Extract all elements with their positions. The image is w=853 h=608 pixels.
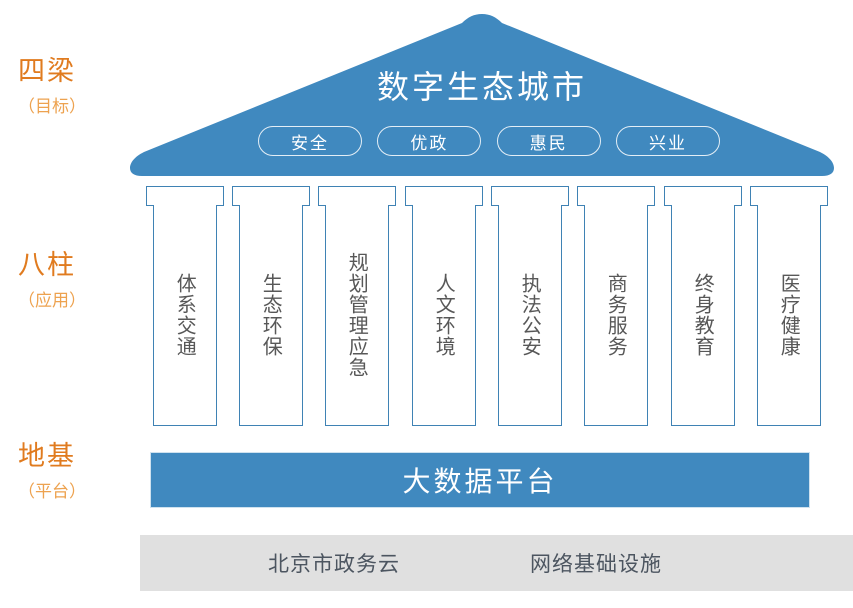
- pillar-capital: [405, 186, 483, 206]
- pillar-label: 体系交通: [173, 273, 198, 357]
- tier-label-applications: 八柱 （应用）: [18, 249, 138, 312]
- pillar-law-enforcement[interactable]: 执法公安: [491, 186, 569, 426]
- tier-foundation-subtitle: （平台）: [18, 481, 86, 502]
- tier-label-foundation: 地基 （平台）: [18, 440, 138, 503]
- pillar-shaft: 规划管理应急: [325, 205, 389, 426]
- tier-goal-subtitle: （目标）: [18, 96, 86, 117]
- pillar-capital: [750, 186, 828, 206]
- pillar-capital: [318, 186, 396, 206]
- infrastructure-bar: 北京市政务云 网络基础设施: [140, 535, 853, 591]
- pillar-capital: [232, 186, 310, 206]
- infrastructure-item-network[interactable]: 网络基础设施: [530, 552, 662, 576]
- pillar-shaft: 人文环境: [412, 205, 476, 426]
- pillar-shaft: 医疗健康: [757, 205, 821, 426]
- pillar-capital: [577, 186, 655, 206]
- pillar-transport[interactable]: 体系交通: [146, 186, 224, 426]
- pillar-label: 规划管理应急: [345, 252, 370, 378]
- roof-pediment-shape: [130, 14, 834, 176]
- platform-label: 大数据平台: [402, 465, 558, 498]
- tier-foundation-title: 地基: [18, 441, 76, 472]
- pillar-planning-emergency[interactable]: 规划管理应急: [318, 186, 396, 426]
- pillar-row: 体系交通 生态环保 规划管理应急 人文环境 执法公安: [146, 186, 830, 426]
- goal-pill-governance[interactable]: 优政: [377, 126, 482, 156]
- pillar-shaft: 终身教育: [671, 205, 735, 426]
- pillar-label: 生态环保: [259, 273, 284, 357]
- platform-bar[interactable]: 大数据平台: [150, 452, 810, 508]
- tier-goal-title: 四梁: [18, 56, 76, 87]
- tier-applications-title: 八柱: [18, 250, 76, 281]
- pillar-label: 商务服务: [604, 273, 629, 357]
- pillar-shaft: 商务服务: [584, 205, 648, 426]
- tier-label-goal: 四梁 （目标）: [18, 55, 138, 118]
- pillar-lifelong-education[interactable]: 终身教育: [664, 186, 742, 426]
- pillar-shaft: 体系交通: [153, 205, 217, 426]
- pillar-business-services[interactable]: 商务服务: [577, 186, 655, 426]
- roof-title: 数字生态城市: [376, 68, 587, 106]
- infrastructure-item-gov-cloud[interactable]: 北京市政务云: [268, 552, 400, 576]
- pillar-capital: [664, 186, 742, 206]
- pillar-capital: [491, 186, 569, 206]
- pillar-medical-health[interactable]: 医疗健康: [750, 186, 828, 426]
- pillar-humanities[interactable]: 人文环境: [405, 186, 483, 426]
- pillar-environment[interactable]: 生态环保: [232, 186, 310, 426]
- pillar-label: 终身教育: [691, 273, 716, 357]
- pillar-label: 执法公安: [518, 273, 543, 357]
- tier-applications-subtitle: （应用）: [18, 290, 86, 311]
- pillar-label: 医疗健康: [777, 273, 802, 357]
- goal-pill-industry[interactable]: 兴业: [615, 126, 720, 156]
- pillar-shaft: 生态环保: [239, 205, 303, 426]
- goal-pill-security[interactable]: 安全: [258, 126, 362, 156]
- pillar-label: 人文环境: [432, 273, 457, 357]
- goal-pill-livelihood[interactable]: 惠民: [496, 126, 601, 156]
- goal-pill-row: 安全 优政 惠民 兴业: [258, 125, 720, 157]
- pillar-capital: [146, 186, 224, 206]
- pillar-shaft: 执法公安: [498, 205, 562, 426]
